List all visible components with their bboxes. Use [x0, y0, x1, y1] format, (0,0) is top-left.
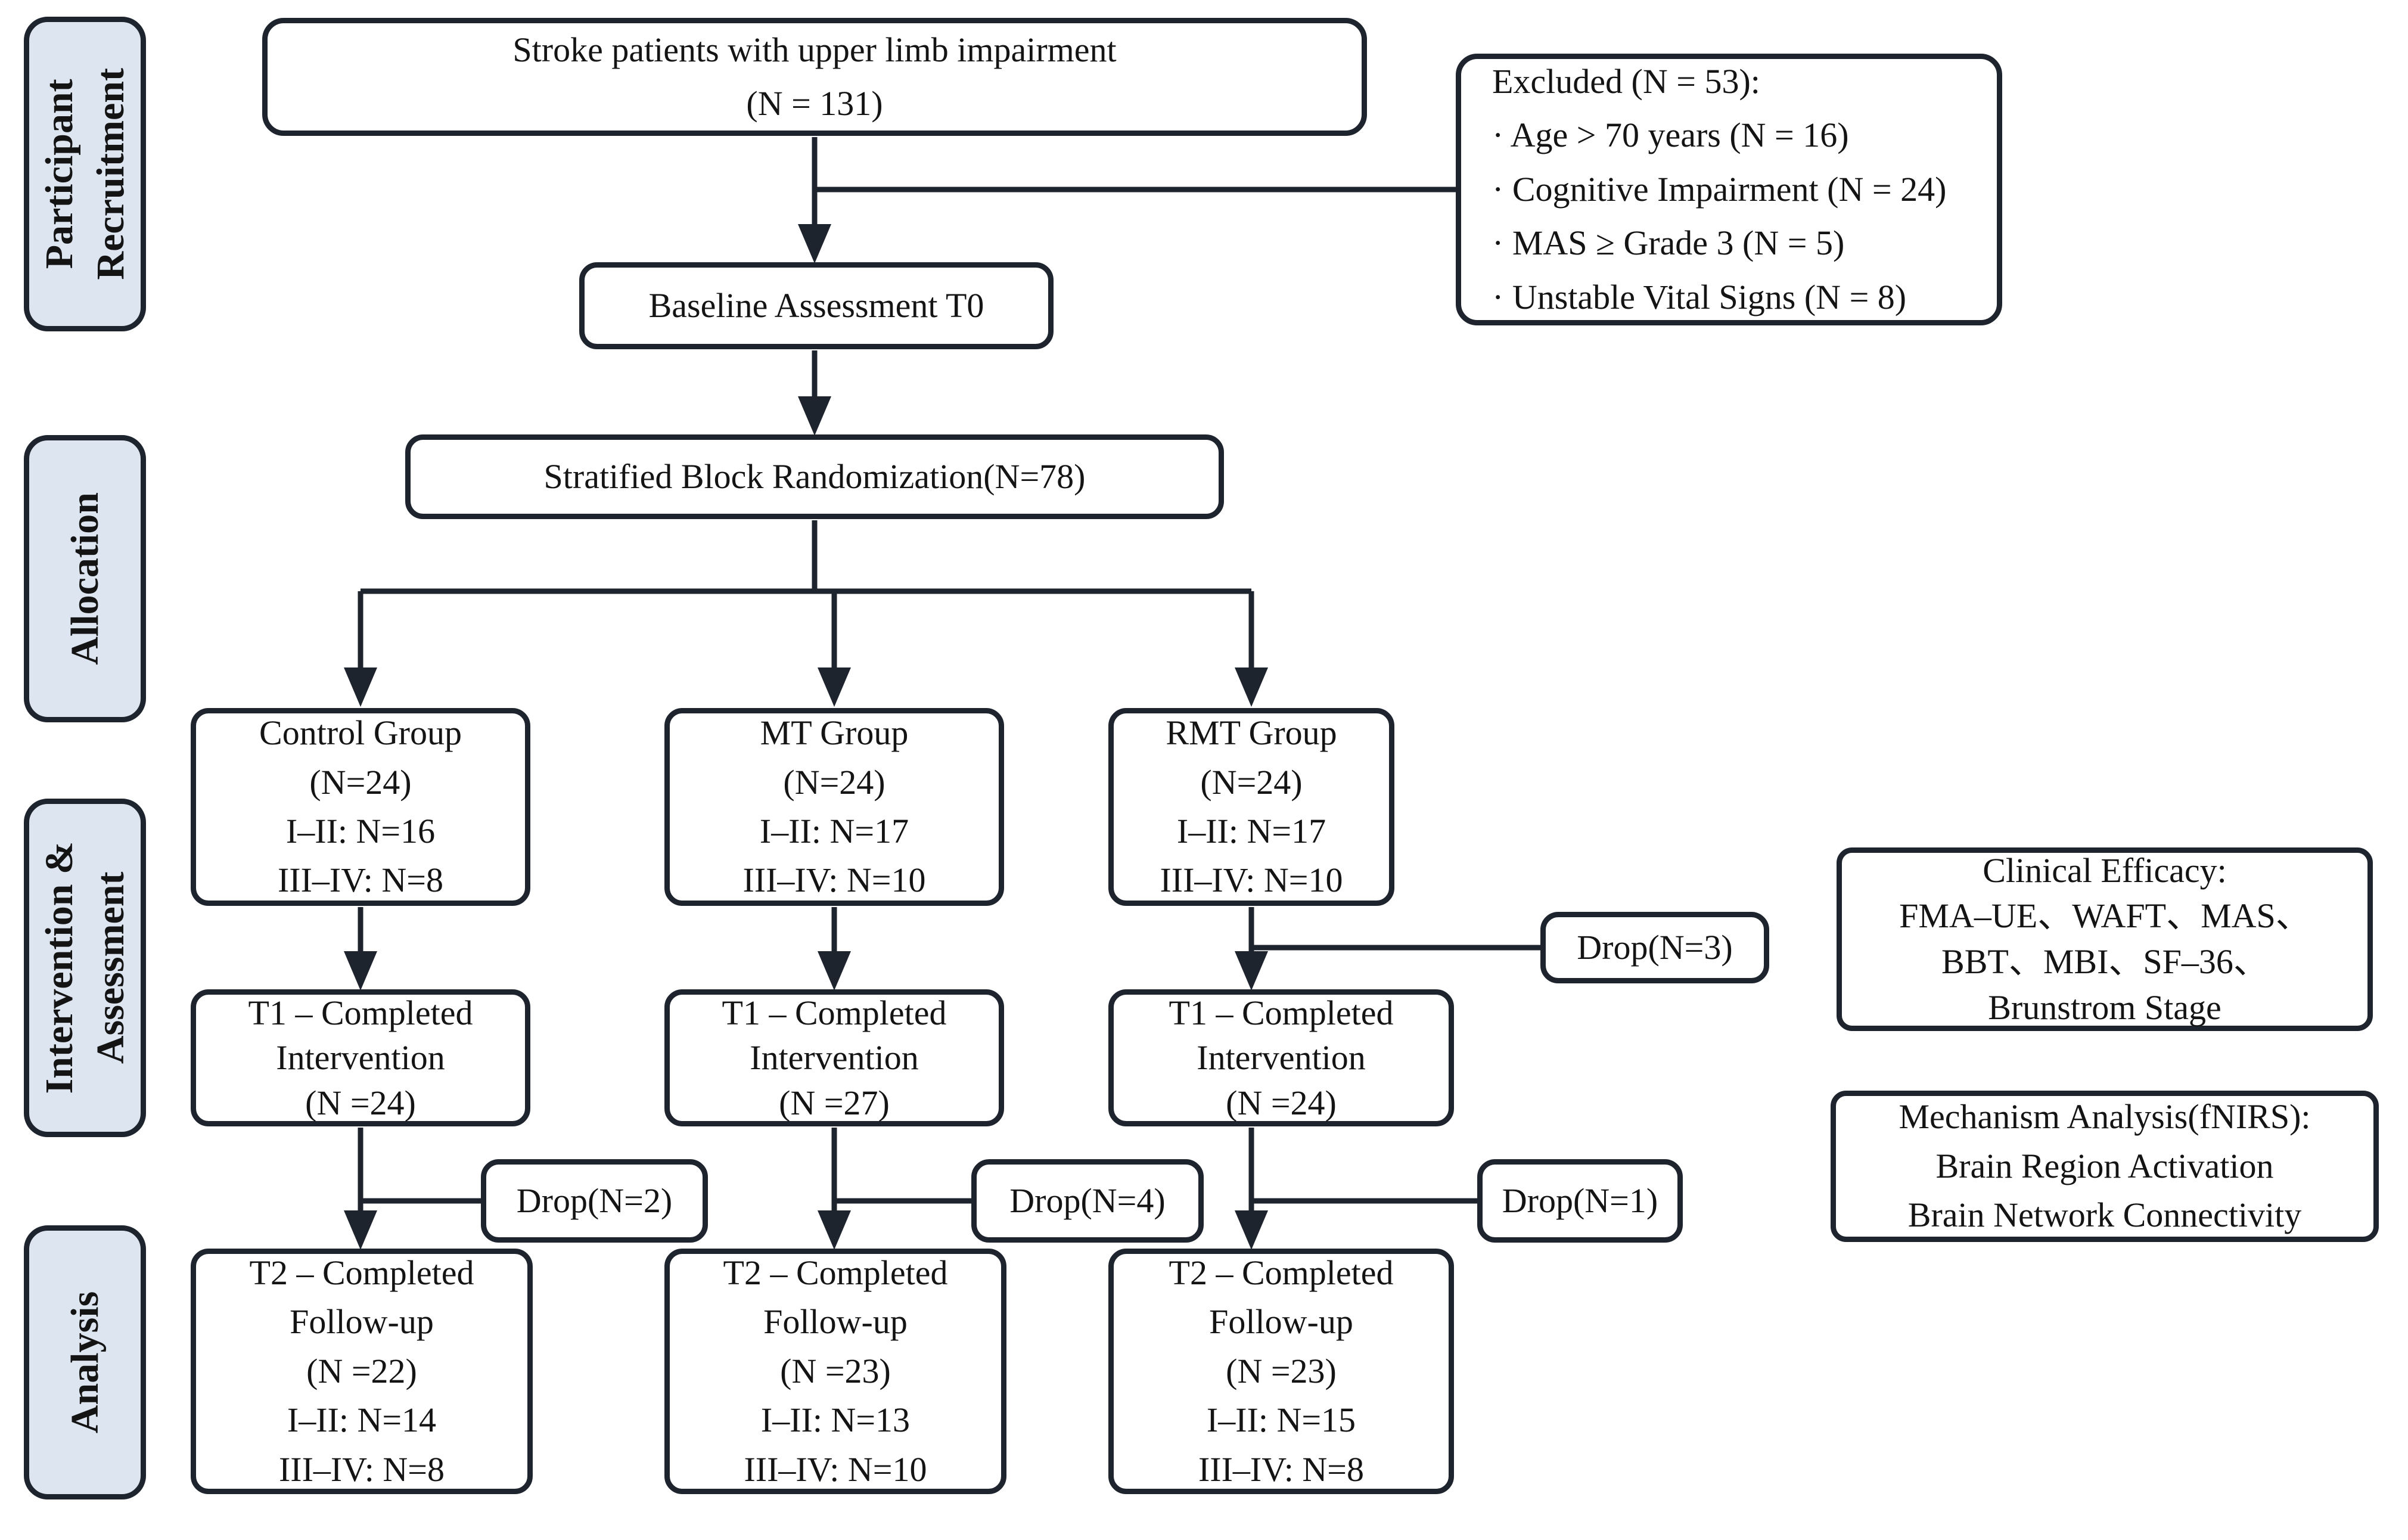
drop-rmt-t1-text: Drop(N=3): [1577, 928, 1733, 967]
stage-participant-recruitment: Participant Recruitment: [24, 17, 146, 331]
randomization-text: Stratified Block Randomization(N=78): [543, 457, 1086, 496]
stage-allocation: Allocation: [24, 435, 146, 722]
screening-text: Stroke patients with upper limb impairme…: [512, 30, 1117, 123]
drop-rmt-t2-text: Drop(N=1): [1502, 1181, 1658, 1221]
stage-intervention-assessment-label: Intervention & Assessment: [37, 842, 132, 1094]
arrowhead-baseline: [798, 224, 831, 263]
rmt-group-box: RMT Group (N=24) I–II: N=17 III–IV: N=10: [1108, 708, 1394, 906]
t2-mt-box: T2 – Completed Follow-up (N =23) I–II: N…: [664, 1249, 1006, 1494]
stage-participant-recruitment-label: Participant Recruitment: [37, 68, 132, 280]
arrowhead-t1-mt: [818, 951, 851, 991]
arrowhead-t1-control: [344, 951, 377, 991]
t2-control-box: T2 – Completed Follow-up (N =22) I–II: N…: [191, 1249, 533, 1494]
t1-rmt-box: T1 – Completed Intervention (N =24): [1108, 989, 1454, 1126]
t2-rmt-box: T2 – Completed Follow-up (N =23) I–II: N…: [1108, 1249, 1454, 1494]
excluded-box: Excluded (N = 53): · Age > 70 years (N =…: [1456, 54, 2002, 325]
drop-mt-t2-box: Drop(N=4): [971, 1159, 1204, 1243]
mechanism-analysis-box: Mechanism Analysis(fNIRS): Brain Region …: [1831, 1091, 2379, 1242]
t1-mt-text: T1 – Completed Intervention (N =27): [722, 993, 947, 1122]
t1-control-box: T1 – Completed Intervention (N =24): [191, 989, 530, 1126]
drop-mt-t2-text: Drop(N=4): [1009, 1181, 1166, 1221]
clinical-efficacy-box: Clinical Efficacy: FMA–UE、WAFT、MAS、 BBT、…: [1837, 847, 2373, 1031]
stage-allocation-label: Allocation: [63, 492, 107, 665]
rmt-group-text: RMT Group (N=24) I–II: N=17 III–IV: N=10: [1160, 713, 1343, 900]
randomization-box: Stratified Block Randomization(N=78): [405, 434, 1224, 519]
mt-group-text: MT Group (N=24) I–II: N=17 III–IV: N=10: [742, 713, 926, 900]
clinical-efficacy-text: Clinical Efficacy: FMA–UE、WAFT、MAS、 BBT、…: [1899, 850, 2310, 1027]
arrowhead-randomization: [798, 396, 831, 436]
control-group-text: Control Group (N=24) I–II: N=16 III–IV: …: [259, 713, 462, 900]
drop-rmt-t2-box: Drop(N=1): [1477, 1159, 1683, 1243]
arrowhead-t2-mt: [818, 1210, 851, 1250]
mechanism-analysis-text: Mechanism Analysis(fNIRS): Brain Region …: [1899, 1097, 2311, 1235]
t1-mt-box: T1 – Completed Intervention (N =27): [664, 989, 1004, 1126]
stage-intervention-assessment: Intervention & Assessment: [24, 799, 146, 1137]
stage-analysis: Analysis: [24, 1225, 146, 1499]
drop-control-t2-text: Drop(N=2): [516, 1181, 673, 1221]
arrowhead-t2-control: [344, 1210, 377, 1250]
mt-group-box: MT Group (N=24) I–II: N=17 III–IV: N=10: [664, 708, 1004, 906]
arrowhead-control-group: [344, 667, 377, 707]
baseline-text: Baseline Assessment T0: [648, 286, 984, 325]
t2-control-text: T2 – Completed Follow-up (N =22) I–II: N…: [249, 1253, 474, 1489]
arrowhead-rmt-group: [1235, 667, 1268, 707]
stage-analysis-label: Analysis: [63, 1291, 107, 1434]
drop-rmt-t1-box: Drop(N=3): [1540, 912, 1769, 983]
excluded-text: Excluded (N = 53): · Age > 70 years (N =…: [1492, 61, 1947, 316]
baseline-box: Baseline Assessment T0: [579, 262, 1054, 349]
arrowhead-t1-rmt: [1235, 951, 1268, 991]
arrowhead-mt-group: [818, 667, 851, 707]
arrowhead-t2-rmt: [1235, 1210, 1268, 1250]
t2-mt-text: T2 – Completed Follow-up (N =23) I–II: N…: [723, 1253, 948, 1489]
control-group-box: Control Group (N=24) I–II: N=16 III–IV: …: [191, 708, 530, 906]
t1-control-text: T1 – Completed Intervention (N =24): [248, 993, 473, 1122]
t1-rmt-text: T1 – Completed Intervention (N =24): [1169, 993, 1394, 1122]
t2-rmt-text: T2 – Completed Follow-up (N =23) I–II: N…: [1169, 1253, 1394, 1489]
screening-box: Stroke patients with upper limb impairme…: [262, 18, 1367, 136]
drop-control-t2-box: Drop(N=2): [481, 1159, 708, 1243]
